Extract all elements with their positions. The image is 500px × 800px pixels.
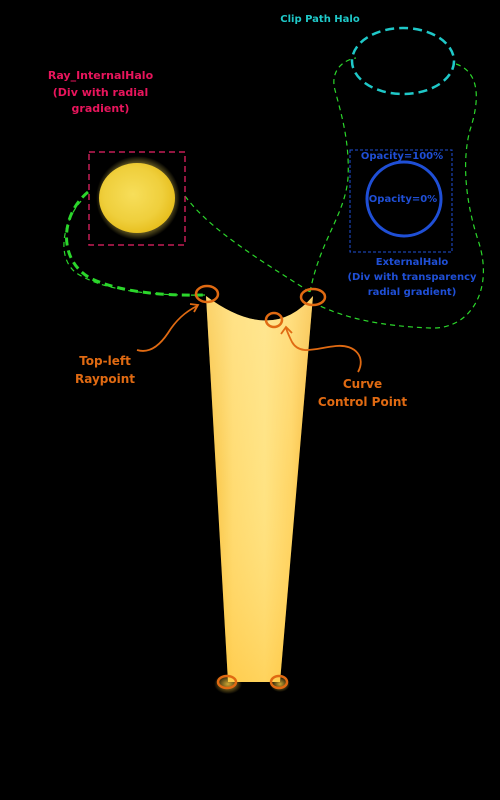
external-halo-label-line3: radial gradient) — [367, 287, 457, 298]
top-left-raypoint-marker — [194, 284, 220, 304]
clip-path-halo-label: Clip Path Halo — [280, 14, 360, 25]
light-ray-texture — [206, 296, 313, 682]
clip-path-halo-ellipse — [350, 26, 456, 96]
external-halo-label-line2: (Div with transparency — [347, 272, 477, 283]
opacity-full-label: Opacity=100% — [360, 151, 444, 162]
top-left-label-line1: Top-left — [79, 354, 131, 368]
internal-halo-label-line3: gradient) — [71, 102, 130, 115]
internal-halo-label-line2: (Div with radial — [52, 85, 149, 99]
external-halo-box — [349, 149, 453, 253]
internal-halo-box — [88, 151, 186, 246]
clip-path-outline — [63, 57, 484, 329]
curve-annotation-arrow — [285, 327, 362, 373]
internal-halo-label: Ray_InternalHalo (Div with radial gradie… — [28, 68, 173, 118]
top-left-raypoint-label: Top-left Raypoint — [60, 352, 150, 388]
bottom-left-raypoint-marker — [216, 674, 238, 690]
curve-label-line1: Curve — [342, 377, 383, 391]
curve-label-line2: Control Point — [317, 395, 408, 409]
external-halo-label-line1: ExternalHalo — [375, 257, 449, 268]
top-left-arrowhead — [189, 303, 200, 313]
curve-control-point-label: Curve Control Point — [305, 375, 420, 411]
external-halo-circle — [365, 160, 443, 238]
internal-halo-disk — [99, 163, 175, 233]
top-right-raypoint-marker — [299, 287, 327, 307]
curve-arrowhead — [280, 325, 293, 335]
external-halo-label: ExternalHalo (Div with transparency radi… — [336, 255, 488, 300]
bottom-right-raypoint-marker — [269, 674, 289, 690]
top-left-annotation-arrow — [136, 305, 198, 352]
internal-halo-connector — [65, 190, 206, 297]
top-left-label-line2: Raypoint — [74, 372, 136, 386]
opacity-zero-label: Opacity=0% — [368, 194, 438, 205]
curve-control-point-marker — [264, 311, 284, 329]
internal-halo-label-line1: Ray_InternalHalo — [47, 69, 154, 82]
